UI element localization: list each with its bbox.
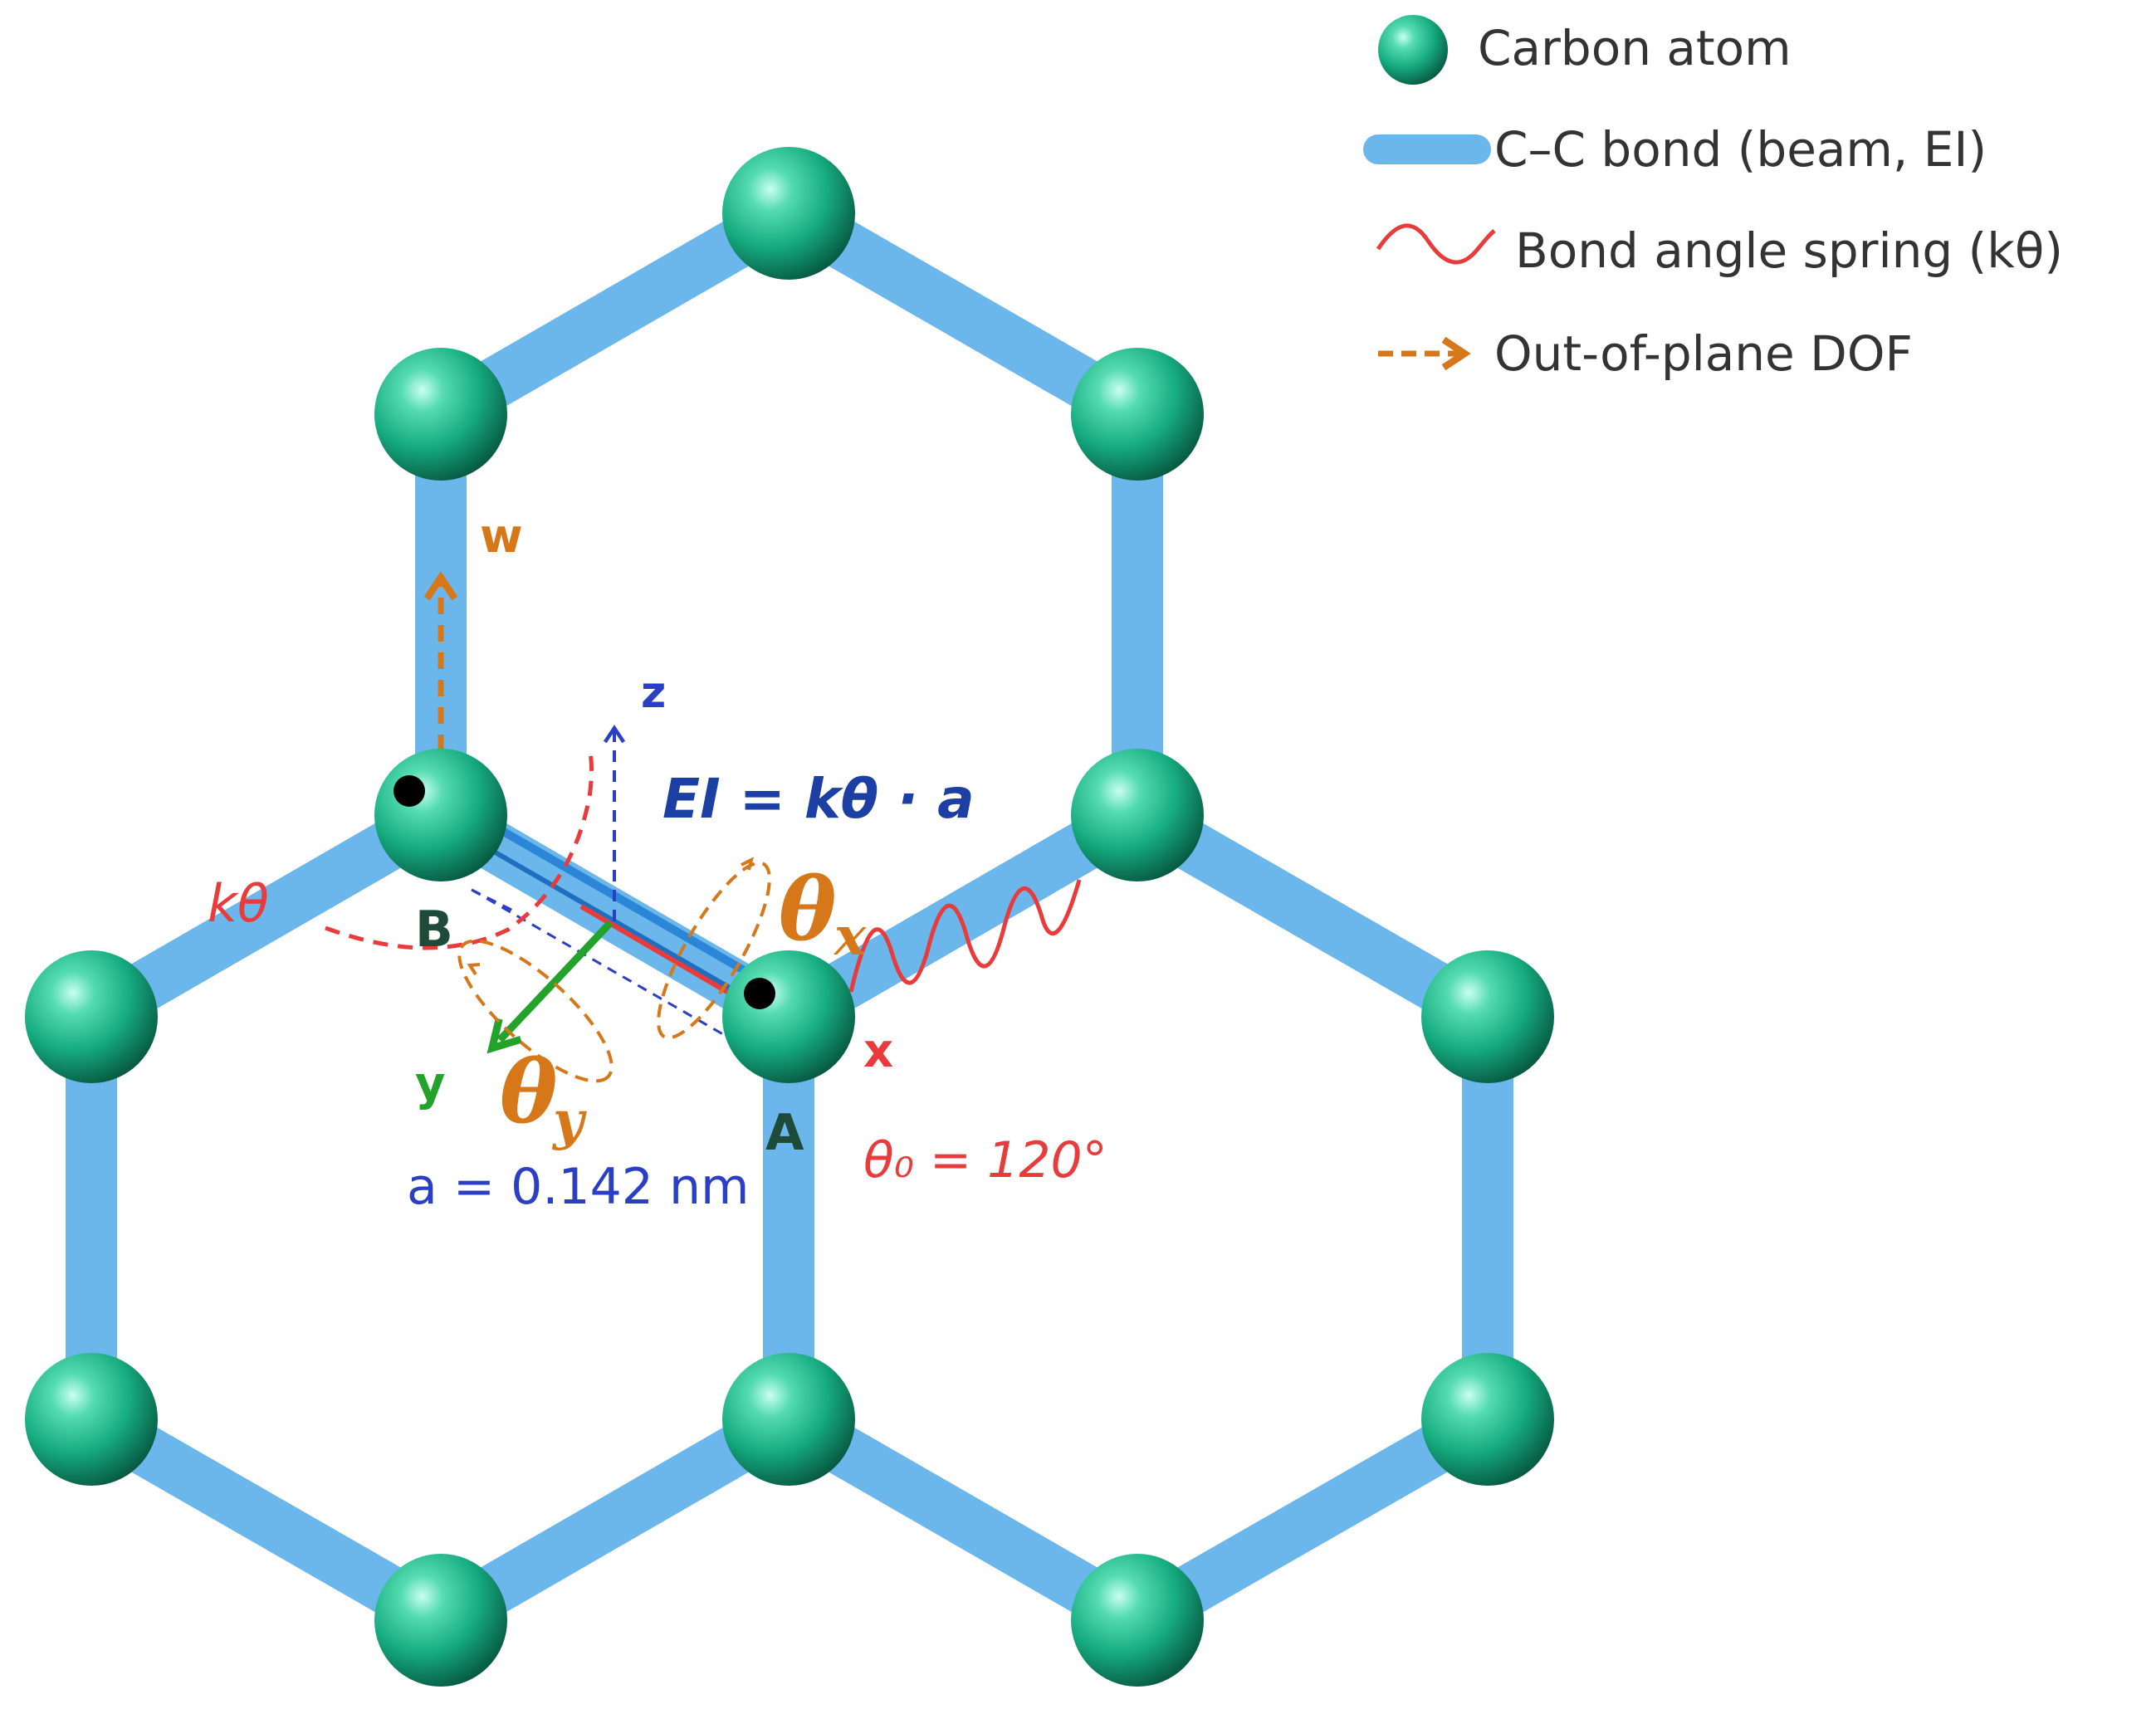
carbon-atom [1421, 950, 1554, 1083]
equilibrium-angle-label: θ₀ = 120° [863, 1131, 1107, 1189]
bond [1112, 789, 1513, 1042]
x-label: x [863, 1024, 893, 1078]
node-marker-b [394, 775, 425, 807]
legend-spring-label: Bond angle spring (kθ) [1515, 222, 2063, 279]
a-label: A [765, 1104, 804, 1162]
ktheta-label: kθ [208, 873, 269, 934]
b-label: B [415, 901, 453, 959]
carbon-atom [374, 1554, 507, 1687]
legend-item-spring: Bond angle spring (kθ) [1376, 222, 2063, 279]
theta-y-subscript: y [551, 1090, 587, 1152]
theta-y-rotation [457, 939, 614, 1083]
bond-angle-spring [848, 879, 1082, 993]
bond-length-label: a = 0.142 nm [407, 1158, 750, 1216]
bond [415, 1394, 814, 1646]
carbon-atom [722, 1353, 855, 1486]
theta-y-symbol: θ [500, 1041, 557, 1143]
y-label: y [415, 1057, 446, 1111]
y-axis [486, 920, 614, 1054]
carbon-atom [1071, 1554, 1204, 1687]
bond [1112, 1394, 1513, 1646]
bonds [66, 188, 1513, 1646]
bond-angle-arc [325, 746, 594, 950]
carbon-atom [1071, 749, 1204, 881]
wave-icon [1376, 223, 1496, 265]
legend-dof-label: Out-of-plane DOF [1494, 325, 1913, 382]
node-marker-a [744, 978, 775, 1009]
theta-x-subscript: x [833, 906, 867, 968]
carbon-atom [25, 1353, 158, 1486]
carbon-atom [1071, 348, 1204, 481]
bond [66, 789, 467, 1042]
legend-atom-label: Carbon atom [1478, 20, 1792, 76]
carbon-atom [722, 147, 855, 280]
w-label: w [480, 510, 523, 564]
legend-item-bond: C–C bond (beam, EI) [1363, 121, 1987, 178]
legend: Carbon atom C–C bond (beam, EI) Bond ang… [1363, 15, 2063, 382]
z-label: z [641, 668, 666, 718]
legend-item-dof: Out-of-plane DOF [1378, 325, 1913, 382]
theta-x-rotation [657, 857, 771, 1040]
bond [763, 789, 1163, 1042]
theta-x-symbol: θ [779, 858, 836, 960]
carbon-atom-b [374, 749, 507, 881]
ei-equation: EI = kθ · a [662, 767, 975, 831]
carbon-atom-a [722, 950, 855, 1083]
bond [415, 188, 814, 440]
bond [763, 1394, 1163, 1646]
carbon-atom [25, 950, 158, 1083]
legend-item-atom: Carbon atom [1378, 15, 1792, 85]
legend-bond-label: C–C bond (beam, EI) [1494, 121, 1987, 178]
carbon-atom [374, 348, 507, 481]
atoms [25, 147, 1554, 1687]
sphere-icon [1378, 15, 1448, 85]
carbon-atom [1421, 1353, 1554, 1486]
bond [66, 1394, 467, 1646]
bond [763, 188, 1163, 440]
